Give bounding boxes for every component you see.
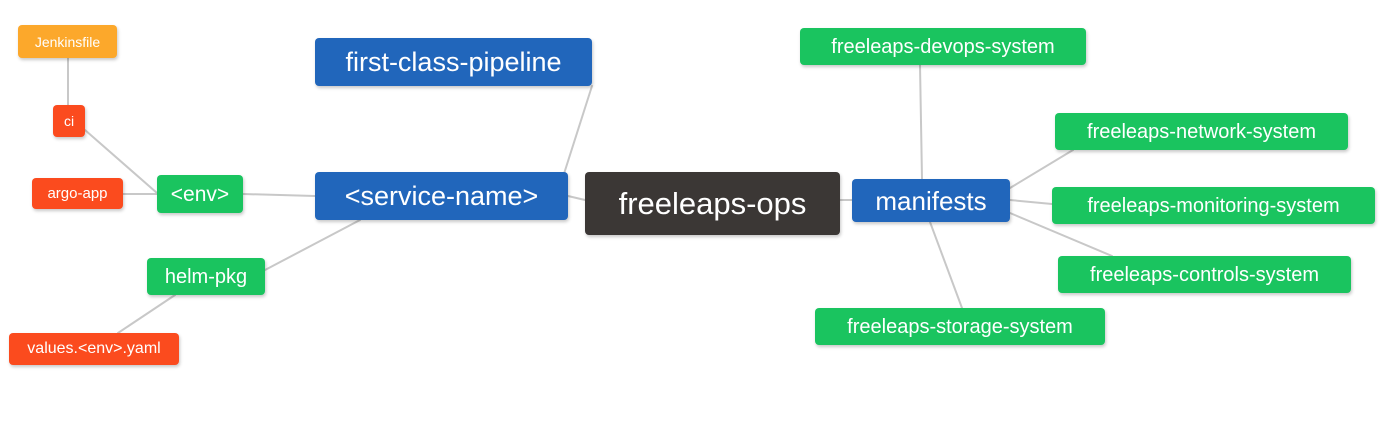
node-freeleaps-network-system[interactable]: freeleaps-network-system bbox=[1055, 113, 1348, 150]
node-freeleaps-devops-system[interactable]: freeleaps-devops-system bbox=[800, 28, 1086, 65]
node-label-freeleaps-storage-system: freeleaps-storage-system bbox=[847, 315, 1073, 338]
node-first-class-pipeline[interactable]: first-class-pipeline bbox=[315, 38, 592, 86]
node-label-freeleaps-network-system: freeleaps-network-system bbox=[1087, 120, 1316, 143]
node-label-helm-pkg: helm-pkg bbox=[164, 265, 248, 288]
node-label-freeleaps-ops: freeleaps-ops bbox=[618, 186, 807, 221]
node-label-freeleaps-controls-system: freeleaps-controls-system bbox=[1090, 263, 1319, 286]
node-freeleaps-ops[interactable]: freeleaps-ops bbox=[585, 172, 840, 235]
node-label-argo-app: argo-app bbox=[47, 185, 108, 202]
node-manifests[interactable]: manifests bbox=[852, 179, 1010, 222]
node-env[interactable]: <env> bbox=[157, 175, 243, 213]
node-label-values-yaml: values.<env>.yaml bbox=[27, 340, 161, 357]
node-label-freeleaps-devops-system: freeleaps-devops-system bbox=[831, 35, 1055, 58]
node-freeleaps-controls-system[interactable]: freeleaps-controls-system bbox=[1058, 256, 1351, 293]
node-label-service-name: <service-name> bbox=[344, 180, 539, 211]
node-ci[interactable]: ci bbox=[53, 105, 85, 137]
edge-helm-pkg-to-values-yaml bbox=[117, 294, 176, 334]
node-label-env: <env> bbox=[170, 182, 230, 206]
node-helm-pkg[interactable]: helm-pkg bbox=[147, 258, 265, 295]
node-service-name[interactable]: <service-name> bbox=[315, 172, 568, 220]
node-label-freeleaps-monitoring-system: freeleaps-monitoring-system bbox=[1087, 194, 1340, 217]
node-argo-app[interactable]: argo-app bbox=[32, 178, 123, 209]
node-label-ci: ci bbox=[63, 113, 75, 129]
edge-service-name-to-freeleaps-ops bbox=[567, 195, 586, 201]
node-label-jenkinsfile: Jenkinsfile bbox=[34, 33, 101, 50]
edge-service-name-to-first-class-pipeline bbox=[561, 85, 593, 181]
node-jenkinsfile[interactable]: Jenkinsfile bbox=[18, 25, 117, 58]
node-values-yaml[interactable]: values.<env>.yaml bbox=[9, 333, 179, 365]
edge-manifests-to-freeleaps-monitoring-system bbox=[1009, 199, 1053, 205]
edge-env-to-service-name bbox=[242, 193, 316, 197]
edge-manifests-to-freeleaps-devops-system bbox=[919, 64, 923, 180]
edge-service-name-to-helm-pkg bbox=[264, 219, 361, 271]
node-freeleaps-storage-system[interactable]: freeleaps-storage-system bbox=[815, 308, 1105, 345]
node-label-first-class-pipeline: first-class-pipeline bbox=[345, 46, 562, 77]
node-freeleaps-monitoring-system[interactable]: freeleaps-monitoring-system bbox=[1052, 187, 1375, 224]
edge-manifests-to-freeleaps-network-system bbox=[1009, 149, 1074, 189]
node-label-manifests: manifests bbox=[875, 185, 987, 216]
edge-manifests-to-freeleaps-storage-system bbox=[929, 221, 963, 309]
